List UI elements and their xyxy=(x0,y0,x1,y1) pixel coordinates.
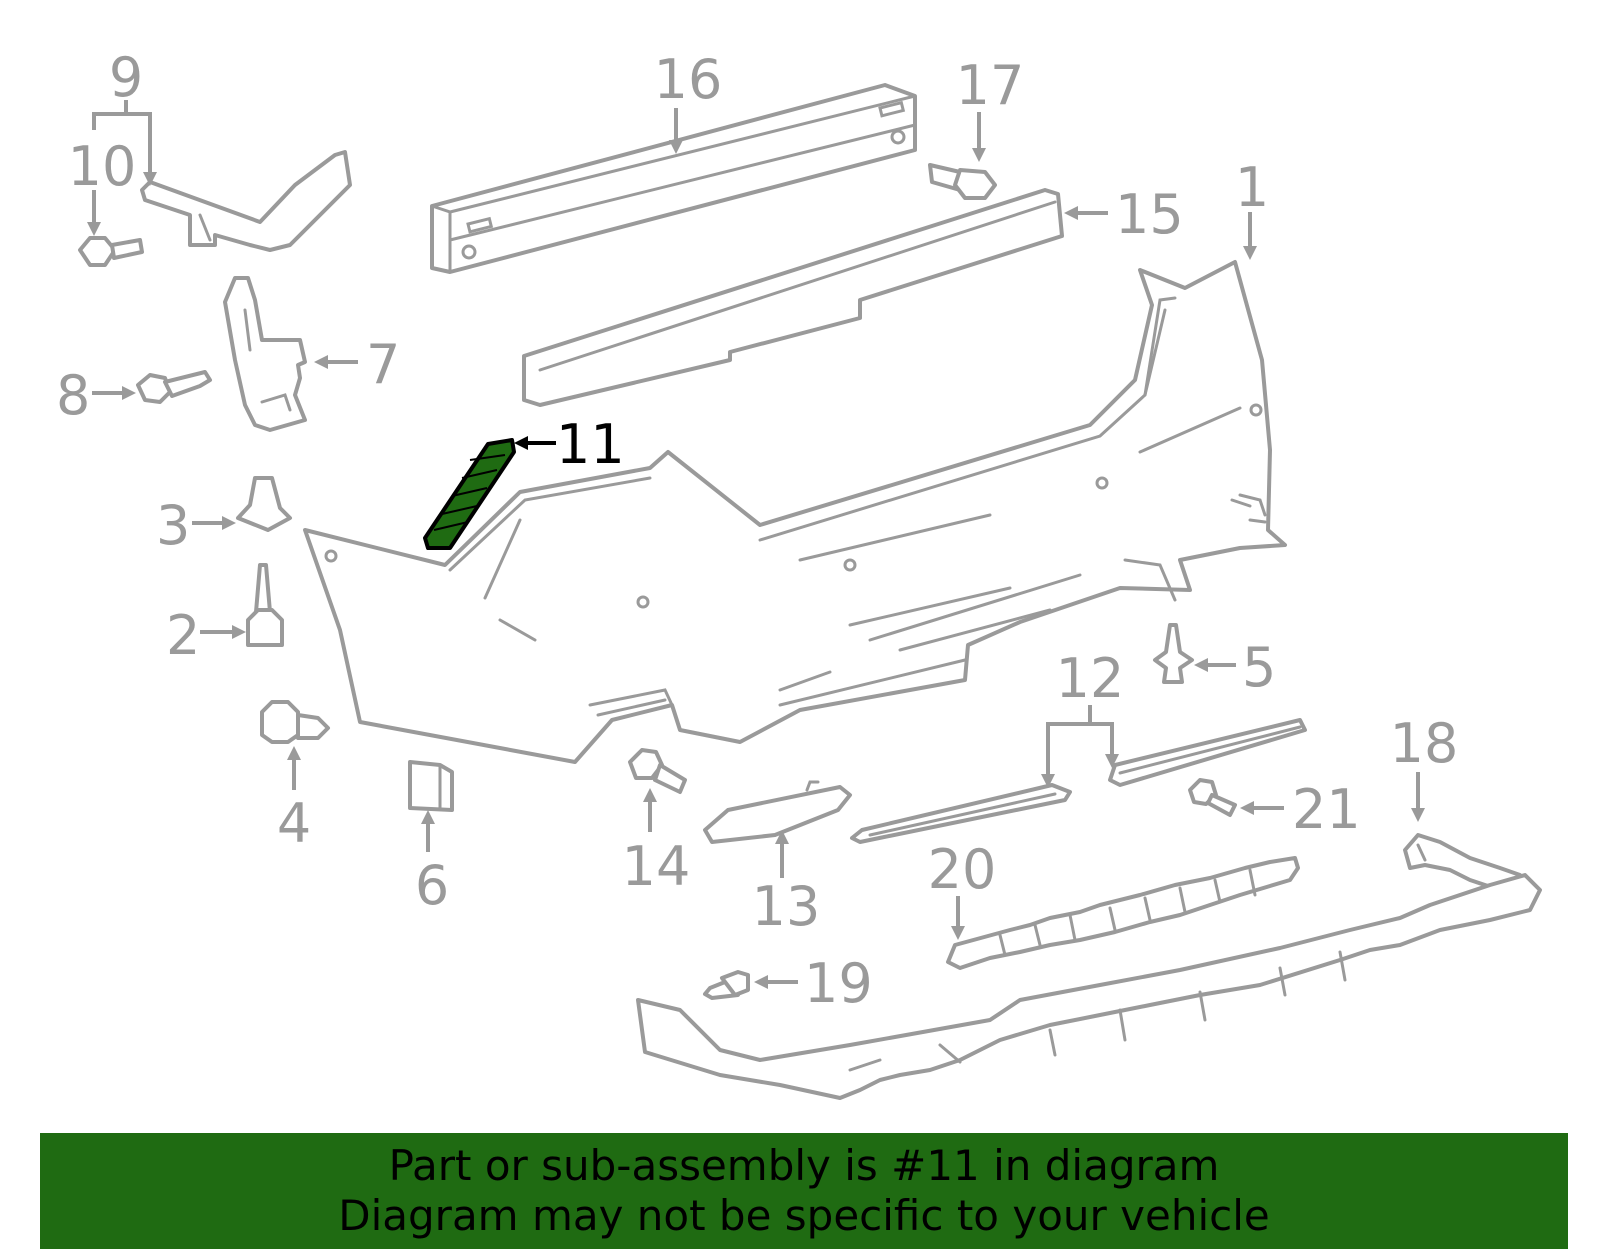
part-1-bumper-cover xyxy=(303,260,1287,764)
callout-11: 11 xyxy=(556,413,625,476)
parts-diagram: 9 10 16 17 15 1 7 8 11 3 2 4 6 5 12 14 1… xyxy=(56,46,1542,1100)
callout-labels: 9 10 16 17 15 1 7 8 11 3 2 4 6 5 12 14 1… xyxy=(56,46,1458,1015)
callout-12: 12 xyxy=(1056,647,1125,710)
callout-5: 5 xyxy=(1242,636,1276,699)
callout-1: 1 xyxy=(1235,156,1269,219)
callout-13: 13 xyxy=(752,875,821,938)
part-2-screw xyxy=(246,563,284,647)
callout-7: 7 xyxy=(366,333,400,396)
part-15-absorber xyxy=(522,188,1064,407)
callout-6: 6 xyxy=(415,854,449,917)
callout-17: 17 xyxy=(956,54,1025,117)
part-19-clip xyxy=(703,970,750,1000)
callout-19: 19 xyxy=(804,952,873,1015)
part-7-bracket xyxy=(223,276,307,432)
part-9-bracket xyxy=(140,150,352,252)
part-10-bolt xyxy=(78,236,144,267)
callout-8: 8 xyxy=(56,364,90,427)
lower-diffuser xyxy=(636,873,1542,1100)
callout-4: 4 xyxy=(277,792,311,855)
callout-18: 18 xyxy=(1390,712,1459,775)
banner-line-disclaimer: Diagram may not be specific to your vehi… xyxy=(338,1191,1270,1240)
part-12-molding xyxy=(850,718,1307,844)
part-20-bracket xyxy=(946,856,1300,970)
banner-line-part: Part or sub-assembly is #11 in diagram xyxy=(388,1141,1220,1190)
part-5-clip xyxy=(1153,623,1194,684)
part-8-clip xyxy=(136,370,212,404)
callout-3: 3 xyxy=(156,494,190,557)
part-4-pin xyxy=(260,700,330,744)
callout-10: 10 xyxy=(68,135,137,198)
callout-16: 16 xyxy=(654,48,723,111)
callout-14: 14 xyxy=(622,835,691,898)
part-13-reflector xyxy=(703,780,852,844)
part-6-block xyxy=(408,760,454,812)
info-banner: Part or sub-assembly is #11 in diagram D… xyxy=(40,1133,1568,1249)
callout-2: 2 xyxy=(166,604,200,667)
callout-9: 9 xyxy=(109,46,143,109)
callout-15: 15 xyxy=(1115,183,1184,246)
callout-20: 20 xyxy=(928,838,997,901)
part-3-retainer xyxy=(236,476,292,532)
part-17-bolt xyxy=(928,163,997,200)
part-21-bolt xyxy=(1188,778,1237,817)
part-16-reinforcement xyxy=(430,83,917,274)
part-11-highlighted xyxy=(423,438,516,550)
leader-lines xyxy=(87,100,1425,989)
part-14-bolt xyxy=(628,748,687,794)
callout-21: 21 xyxy=(1292,778,1361,841)
